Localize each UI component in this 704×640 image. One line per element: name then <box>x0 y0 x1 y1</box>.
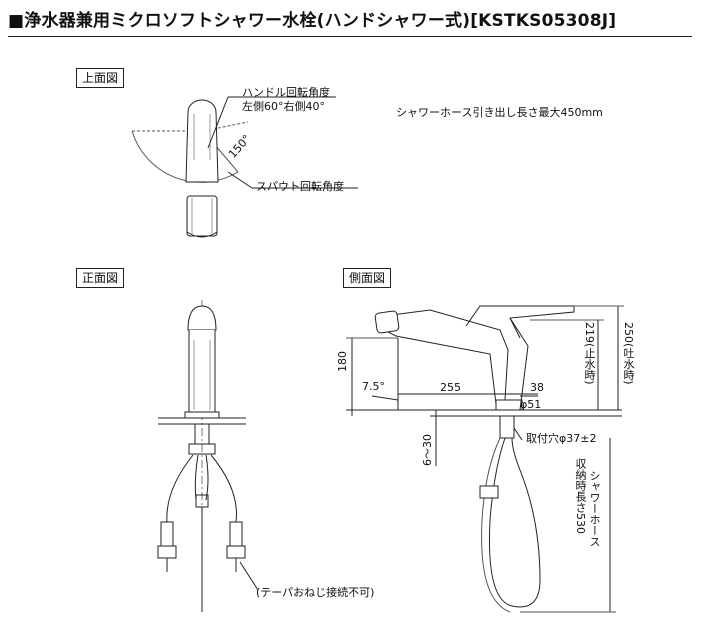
title-rule <box>8 36 692 37</box>
handle-rotation-title: ハンドル回転角度 <box>242 86 330 99</box>
dim-250: 250(吐水時) <box>622 322 635 385</box>
front-view-label: 正面図 <box>76 268 125 288</box>
mount-hole-label: 取付穴φ37±2 <box>526 432 597 445</box>
top-view-drawing <box>131 96 358 238</box>
dim-phi51: φ51 <box>520 398 542 411</box>
dim-angle: 7.5° <box>362 380 385 393</box>
front-view-drawing <box>157 300 259 615</box>
side-view-label: 側面図 <box>343 268 392 288</box>
dim-38: 38 <box>530 381 544 394</box>
hose-storage-label-2: 収納時長さ530 <box>574 458 587 534</box>
dim-219: 219(止水時) <box>583 322 596 385</box>
dim-6-30: 6〜30 <box>421 434 434 466</box>
shower-hose-note: シャワーホース引き出し長さ最大450mm <box>396 106 603 119</box>
page-title: ■浄水器兼用ミクロソフトシャワー水栓(ハンドシャワー式)[KSTKS05308J… <box>8 11 617 31</box>
dim-255: 255 <box>440 381 461 394</box>
spout-rotation-label: スパウト回転角度 <box>256 180 344 193</box>
top-view-label: 上面図 <box>76 68 125 88</box>
hose-storage-label-1: シャワーホース <box>588 470 601 547</box>
taper-note: (テーパおねじ接続不可) <box>256 586 375 599</box>
handle-rotation-values: 左側60°右側40° <box>242 100 325 113</box>
dim-180: 180 <box>336 351 349 372</box>
side-view-drawing <box>346 305 624 613</box>
